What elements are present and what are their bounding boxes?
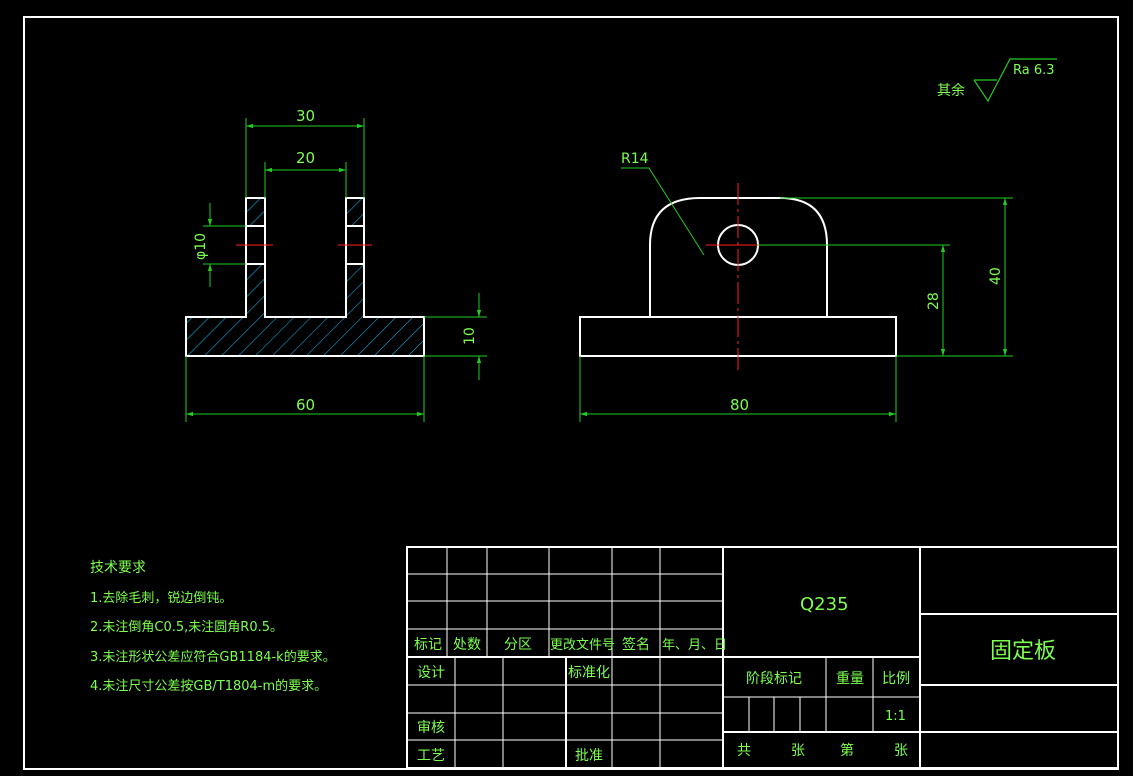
right-front-view: R14 28 40 80 [579, 151, 1013, 422]
label-review: 审核 [417, 720, 445, 736]
label-sheet-1: 张 [791, 743, 805, 759]
dim-hole-height: 28 [926, 292, 942, 310]
rev-header-count: 处数 [453, 637, 481, 653]
surface-finish-roughness: Ra 6.3 [1013, 63, 1055, 78]
dim-radius: R14 [621, 151, 649, 167]
label-nth: 第 [840, 742, 854, 759]
scale-value: 1:1 [885, 709, 906, 724]
dim-total-height: 40 [988, 267, 1004, 285]
surface-finish-symbol: 其余 Ra 6.3 [937, 58, 1057, 103]
rev-header-zone: 分区 [504, 637, 532, 653]
label-stage-mark: 阶段标记 [746, 671, 802, 687]
title-block [406, 546, 1119, 769]
surface-finish-label: 其余 [937, 82, 965, 99]
tech-req-item-4: 4.未注尺寸公差按GB/T1804-m的要求。 [90, 678, 327, 694]
technical-requirements: 技术要求 1.去除毛刺，锐边倒钝。 2.未注倒角C0.5,未注圆角R0.5。 3… [90, 560, 336, 694]
label-sheet-2: 张 [894, 743, 908, 759]
dim-top-outer: 30 [296, 107, 315, 125]
rev-header-date: 年、月、日 [662, 638, 727, 653]
rev-header-signature: 签名 [622, 636, 650, 653]
rev-header-mark: 标记 [414, 637, 442, 653]
left-section-view: 30 20 φ10 10 60 [185, 107, 487, 422]
label-approve: 批准 [575, 748, 603, 764]
tech-req-item-1: 1.去除毛刺，锐边倒钝。 [90, 591, 232, 606]
title-block-text: 标记 处数 分区 更改文件号 签名 年、月、日 设计 标准化 审核 工艺 批准 … [414, 594, 1056, 764]
dim-left-width: 60 [296, 396, 315, 414]
dim-right-width: 80 [730, 396, 749, 414]
label-weight: 重量 [836, 671, 864, 687]
tech-req-title: 技术要求 [90, 560, 146, 576]
rev-header-docno: 更改文件号 [550, 638, 615, 653]
dim-base-thickness: 10 [462, 327, 478, 345]
label-scale: 比例 [882, 671, 910, 687]
tech-req-item-3: 3.未注形状公差应符合GB1184-k的要求。 [90, 649, 336, 665]
label-process: 工艺 [417, 748, 445, 764]
part-name: 固定板 [990, 639, 1056, 664]
label-total: 共 [737, 743, 751, 759]
label-standardize: 标准化 [568, 665, 610, 681]
material: Q235 [800, 594, 849, 615]
tech-req-item-2: 2.未注倒角C0.5,未注圆角R0.5。 [90, 620, 283, 635]
dim-hole-diameter: φ10 [193, 233, 209, 260]
dim-top-inner: 20 [296, 149, 315, 167]
label-design: 设计 [417, 665, 445, 681]
